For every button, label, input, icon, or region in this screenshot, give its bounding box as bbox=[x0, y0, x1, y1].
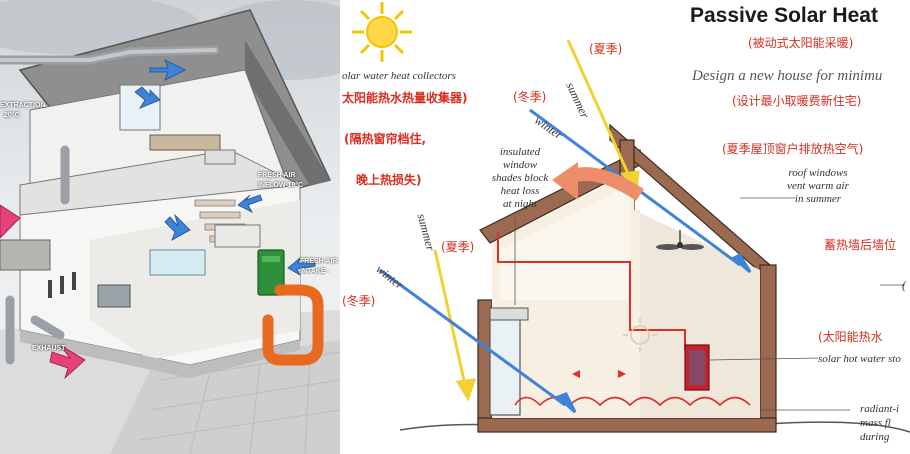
fresh-air-intake-temp-label: INTAKE - bbox=[300, 268, 330, 275]
solar-collectors-label: olar water heat collectors bbox=[342, 70, 456, 82]
radiant-line: during bbox=[860, 431, 890, 443]
shades-line: at night bbox=[503, 198, 537, 210]
solar-pipe bbox=[497, 232, 686, 350]
radiant-floor-loops bbox=[514, 396, 751, 407]
shades-label-en: insulated window shades block heat loss … bbox=[480, 146, 560, 211]
south-window bbox=[489, 314, 521, 416]
sun-warmth-icon bbox=[623, 318, 657, 352]
shades-line: insulated bbox=[499, 146, 541, 158]
diagram-subtitle: Design a new house for minimu bbox=[692, 68, 883, 84]
diagram-subtitle-zh: (设计最小取暖费新住宅) bbox=[732, 94, 862, 108]
airflow-arrow-blue bbox=[237, 194, 263, 213]
shades-line: shades block bbox=[491, 172, 549, 184]
radiant-line: radiant-i bbox=[860, 403, 900, 415]
fresh-air-intake-label: FRESH AIR bbox=[300, 258, 338, 265]
summer-label-zh-top: (夏季) bbox=[589, 42, 623, 56]
winter-label-zh-bottom: (冬季) bbox=[342, 294, 376, 308]
radiant-floor-label-en: radiant-i mass fl during bbox=[860, 402, 899, 444]
diagram-title: Passive Solar Heat bbox=[690, 4, 878, 27]
radiant-line: mass fl bbox=[860, 417, 891, 429]
roof-line: roof windows bbox=[788, 167, 848, 179]
storage-label-zh: (太阳能热水 bbox=[818, 330, 883, 344]
winter-ray-arrow bbox=[731, 253, 752, 274]
thermal-wall-label-en: ( bbox=[902, 278, 906, 292]
airflow-arrow-blue bbox=[287, 257, 316, 277]
diagram-title-zh: (被动式太阳能采暖) bbox=[748, 36, 854, 50]
exhaust-label: EXHAUST bbox=[32, 345, 66, 352]
roof-line: in summer bbox=[794, 193, 842, 205]
airflow-arrow-blue bbox=[149, 59, 186, 81]
house-cutaway-drawing bbox=[0, 0, 340, 454]
roof-window-label-zh: (夏季屋顶窗户排放热空气) bbox=[722, 142, 864, 156]
shades-line: heat loss bbox=[500, 185, 540, 197]
solar-house-section-drawing bbox=[352, 2, 910, 433]
airflow-arrow-blue bbox=[134, 86, 161, 109]
intake-pipe bbox=[262, 284, 324, 366]
extraction-label: EXTRACTION bbox=[0, 102, 46, 109]
shades-label-zh-1: (隔热窗帘档住, bbox=[344, 132, 427, 146]
airflow-arrow-blue bbox=[164, 213, 191, 241]
roof-window-label-en: roof windows vent warm air in summer bbox=[778, 167, 858, 206]
shades-line: window bbox=[502, 159, 538, 171]
thermal-wall-label-zh: 蓄热墙后墙位 bbox=[824, 238, 897, 252]
summer-label-zh-bottom: (夏季) bbox=[441, 240, 475, 254]
sun-icon bbox=[352, 2, 412, 62]
extraction-arrow bbox=[0, 204, 21, 239]
summer-ray-arrow bbox=[455, 378, 477, 402]
insulated-shade-roller bbox=[489, 307, 529, 321]
roof-line: vent warm air bbox=[787, 180, 849, 192]
ventilation-house-illustration: EXTRACTION 20°C FRESH AIR INFLOW 18°C FR… bbox=[0, 0, 340, 454]
fresh-air-inflow-temp-label: INFLOW 18°C bbox=[258, 182, 304, 189]
winter-ray-arrow bbox=[555, 392, 577, 414]
fresh-air-inflow-label: FRESH AIR bbox=[258, 172, 296, 179]
exhaust-arrow bbox=[49, 344, 86, 380]
extraction-temp-label: 20°C bbox=[4, 112, 20, 119]
shades-label-zh-2: 晚上热损失) bbox=[356, 173, 422, 187]
ceiling-fan-icon bbox=[656, 230, 704, 250]
solar-collectors-label-zh: 太阳能热水热量收集器) bbox=[342, 91, 468, 105]
storage-label-en: solar hot water sto bbox=[818, 353, 901, 365]
passive-solar-diagram: Passive Solar Heat (被动式太阳能采暖) Design a n… bbox=[340, 0, 910, 454]
winter-label-zh-top: (冬季) bbox=[513, 90, 547, 104]
